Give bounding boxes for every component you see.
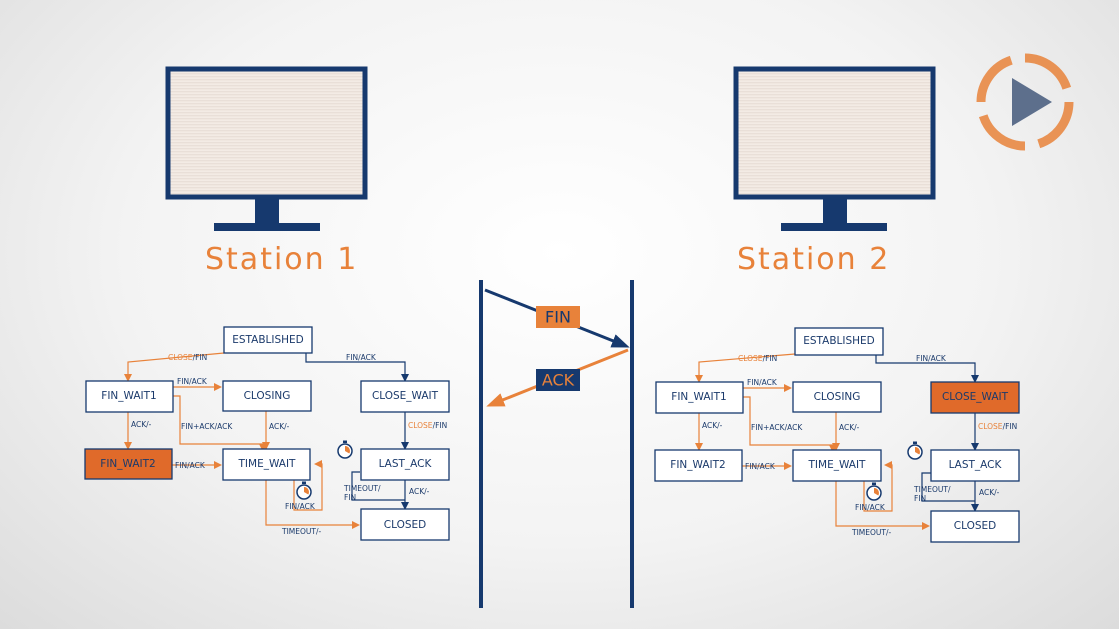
transition-label: CLOSE/FIN <box>408 421 447 430</box>
transition-label: TIMEOUT/ <box>343 484 381 493</box>
timer-icon <box>296 480 312 500</box>
transition-label: ACK/- <box>702 421 723 430</box>
monitor-station-1 <box>165 66 368 231</box>
transition-label: ACK/- <box>409 487 430 496</box>
transition-label: FIN/ACK <box>916 354 947 363</box>
transition-label: FIN/ACK <box>745 462 776 471</box>
transition-label: FIN/ACK <box>855 503 886 512</box>
timer-icon <box>866 481 882 501</box>
state-established: ESTABLISHED <box>232 334 304 346</box>
play-icon[interactable] <box>1012 78 1052 126</box>
state-fin-wait1: FIN_WAIT1 <box>101 390 156 402</box>
state-established: ESTABLISHED <box>803 335 875 347</box>
state-time-wait: TIME_WAIT <box>808 459 867 471</box>
fin-badge <box>536 306 580 328</box>
transition-label: ACK/- <box>839 423 860 432</box>
timeline: FIN ACK <box>479 280 634 608</box>
transition-label: FIN/ACK <box>175 461 206 470</box>
station-1-label: Station 1 <box>205 242 358 277</box>
transition-label: TIMEOUT/- <box>851 528 892 537</box>
state-last-ack: LAST_ACK <box>949 459 1003 471</box>
transition-label: ACK/- <box>269 422 290 431</box>
state-closing: CLOSING <box>244 390 291 402</box>
transition-label: FIN/ACK <box>177 377 208 386</box>
transition-label: ACK/- <box>131 420 152 429</box>
transition-label: CLOSE/FIN <box>168 353 207 362</box>
transition-label: FIN+ACK/ACK <box>181 422 233 431</box>
transition-label: TIMEOUT/ <box>913 485 951 494</box>
state-diagram-station-2: ESTABLISHED FIN_WAIT1 CLOSING CLOSE_WAIT… <box>654 327 1020 543</box>
transition-label: FIN <box>914 494 926 503</box>
play-button[interactable] <box>976 53 1074 151</box>
state-closing: CLOSING <box>814 391 861 403</box>
station-2-label: Station 2 <box>737 242 890 277</box>
ack-badge <box>536 369 580 391</box>
transition-label: FIN <box>344 493 356 502</box>
transition-label: FIN/ACK <box>747 378 778 387</box>
transition-label: CLOSE/FIN <box>978 422 1017 431</box>
transition-label: TIMEOUT/- <box>281 527 322 536</box>
timer-icon <box>337 439 353 459</box>
state-time-wait: TIME_WAIT <box>238 458 297 470</box>
timer-icon <box>907 440 923 460</box>
transition-label: FIN+ACK/ACK <box>751 423 803 432</box>
state-fin-wait2: FIN_WAIT2 <box>670 459 725 471</box>
state-close-wait: CLOSE_WAIT <box>942 391 1009 403</box>
state-fin-wait1: FIN_WAIT1 <box>671 391 726 403</box>
transition-label: CLOSE/FIN <box>738 354 777 363</box>
transition-label: FIN/ACK <box>346 353 377 362</box>
fin-label: FIN <box>545 308 571 327</box>
transition-label: FIN/ACK <box>285 502 316 511</box>
state-fin-wait2: FIN_WAIT2 <box>100 458 155 470</box>
state-closed: CLOSED <box>384 519 426 531</box>
transition-label: ACK/- <box>979 488 1000 497</box>
state-diagram-station-1: ESTABLISHED FIN_WAIT1 CLOSING CLOSE_WAIT… <box>84 326 450 541</box>
state-close-wait: CLOSE_WAIT <box>372 390 439 402</box>
state-last-ack: LAST_ACK <box>379 458 433 470</box>
state-closed: CLOSED <box>954 520 996 532</box>
ack-label: ACK <box>542 371 575 390</box>
monitor-station-2 <box>733 66 936 231</box>
